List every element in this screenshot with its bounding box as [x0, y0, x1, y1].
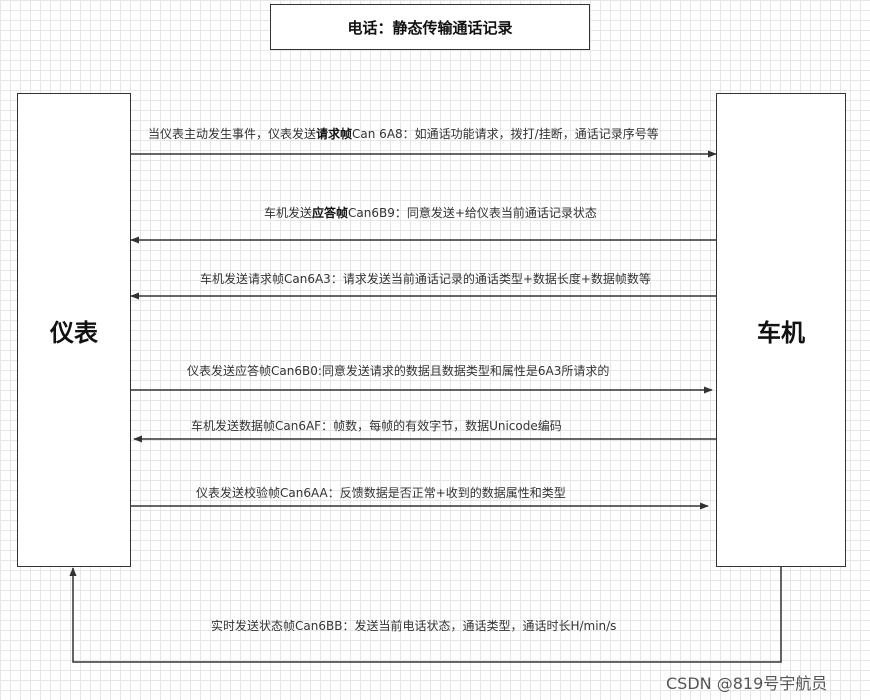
message-label-data-6af: 车机发送数据帧Can6AF：帧数，每帧的有效字节，数据Unicode编码 [191, 419, 562, 433]
lane-instrument-cluster-label: 仪表 [50, 318, 98, 347]
message-label-request-6a3: 车机发送请求帧Can6A3：请求发送当前通话记录的通话类型+数据长度+数据帧数等 [200, 272, 651, 286]
message-label-reply-6b0: 仪表发送应答帧Can6B0:同意发送请求的数据且数据类型和属性是6A3所请求的 [187, 364, 610, 378]
message-label-check-6aa: 仪表发送校验帧Can6AA：反馈数据是否正常+收到的数据属性和类型 [196, 486, 566, 500]
csdn-watermark: CSDN @819号宇航员 [666, 674, 828, 693]
lane-head-unit: 车机 [716, 93, 846, 567]
message-label-request-6a8: 当仪表主动发生事件，仪表发送请求帧Can 6A8：如通话功能请求，拨打/挂断，通… [148, 127, 659, 141]
message-label-reply-6b9: 车机发送应答帧Can6B9：同意发送+给仪表当前通话记录状态 [264, 206, 597, 220]
lane-instrument-cluster: 仪表 [17, 93, 131, 567]
arrow-status-6bb [69, 567, 782, 663]
lane-head-unit-label: 车机 [757, 318, 805, 347]
message-label-status-6bb: 实时发送状态帧Can6BB：发送当前电话状态，通话类型，通话时长H/min/s [211, 619, 617, 633]
diagram-title: 电话：静态传输通话记录 [270, 4, 590, 50]
